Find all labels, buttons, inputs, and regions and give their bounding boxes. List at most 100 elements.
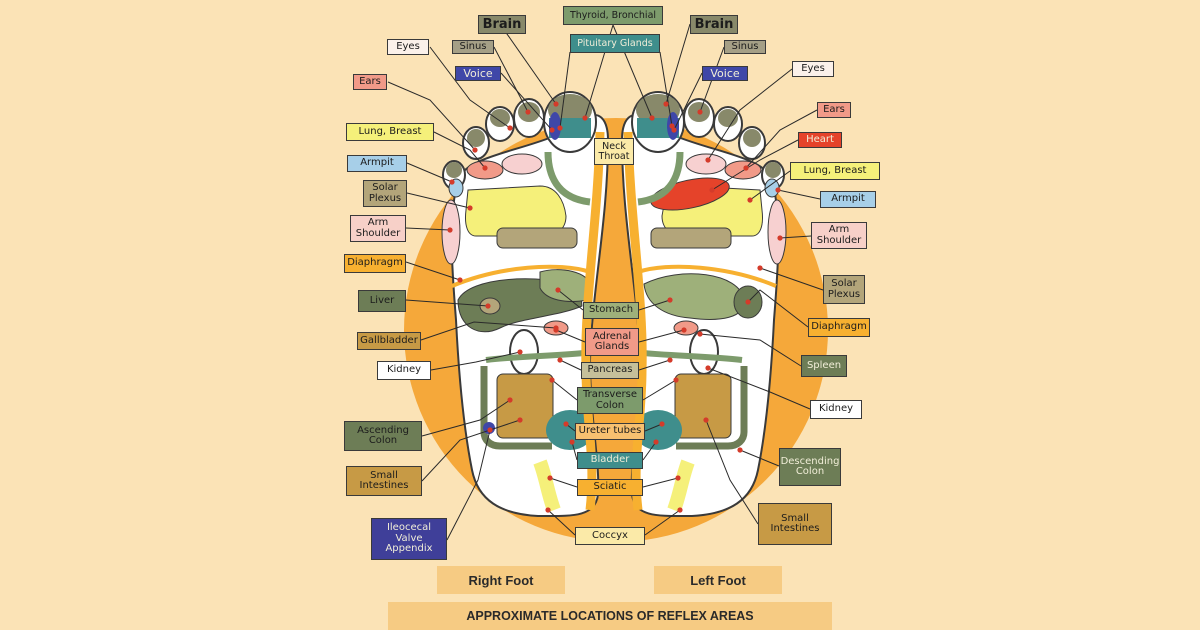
leader-line — [644, 423, 663, 432]
right-eyes-zone — [501, 153, 543, 175]
leader-line — [739, 449, 780, 467]
leader-line — [430, 351, 521, 371]
leader-line — [779, 235, 812, 239]
left-foot — [620, 91, 787, 518]
right-sciatic-band — [533, 459, 561, 513]
marker-dot — [545, 507, 551, 513]
label-kidney-left: Kidney — [810, 400, 862, 419]
label-arm-right: Arm Shoulder — [350, 215, 406, 242]
label-neck-throat: Neck Throat — [594, 138, 634, 165]
marker-dot — [671, 127, 677, 133]
label-lung-left: Lung, Breast — [790, 162, 880, 180]
leader-line — [559, 359, 582, 371]
label-armpit-left: Armpit — [820, 191, 876, 208]
marker-dots — [447, 101, 783, 513]
left-stomach-zone — [643, 273, 745, 320]
leader-line — [638, 299, 671, 311]
label-ears-left: Ears — [817, 102, 851, 118]
left-eyes-zone — [685, 153, 727, 175]
left-ears-zone — [724, 160, 762, 180]
marker-dot — [467, 205, 473, 211]
marker-dot — [675, 475, 681, 481]
marker-dot — [472, 147, 478, 153]
leader-line — [429, 46, 511, 129]
left-foot-title: Left Foot — [654, 566, 782, 594]
label-voice-right: Voice — [455, 66, 501, 81]
left-adrenal-zone — [673, 320, 699, 336]
leader-line — [711, 139, 799, 191]
label-eyes-right: Eyes — [387, 39, 429, 55]
marker-dot — [775, 187, 781, 193]
right-solar-zone — [496, 227, 578, 249]
label-diaphragm-left: Diaphragm — [808, 318, 870, 337]
marker-dot — [653, 439, 659, 445]
marker-dot — [485, 303, 491, 309]
leader-line — [745, 109, 818, 169]
marker-dot — [547, 475, 553, 481]
leader-line — [759, 267, 824, 291]
leader-line — [747, 289, 809, 328]
marker-dot — [553, 101, 559, 107]
right-thyroid-band — [544, 151, 591, 206]
marker-dot — [777, 235, 783, 241]
leader-line — [421, 399, 511, 437]
marker-dot — [517, 349, 523, 355]
label-brain-left: Brain — [690, 15, 738, 34]
marker-dot — [669, 123, 675, 129]
marker-dot — [649, 115, 655, 121]
leader-line — [420, 321, 557, 341]
leader-line — [446, 429, 491, 541]
leader-line — [642, 379, 677, 401]
label-gallbladder: Gallbladder — [357, 332, 421, 350]
left-sinus-zone-2 — [718, 109, 738, 127]
label-ureter: Ureter tubes — [575, 423, 645, 440]
leader-line — [705, 419, 759, 525]
leader-line — [749, 170, 791, 201]
leader-line — [707, 68, 793, 161]
right-voice-zone — [549, 112, 561, 140]
left-diaphragm-line — [637, 264, 777, 288]
marker-dot — [705, 365, 711, 371]
label-solar-left: Solar Plexus — [823, 275, 865, 304]
label-bladder: Bladder — [577, 452, 643, 469]
leader-line — [406, 162, 453, 183]
leader-line — [642, 441, 657, 461]
right-small-intestine-zone — [496, 373, 554, 439]
marker-dot — [737, 447, 743, 453]
label-pituitary: Pituitary Glands — [570, 34, 660, 53]
label-liver: Liver — [358, 290, 406, 312]
right-bladder-zone — [546, 410, 594, 450]
caption: APPROXIMATE LOCATIONS OF REFLEX AREAS — [388, 602, 832, 630]
leader-line — [555, 329, 586, 343]
leader-line — [659, 51, 673, 127]
marker-dot — [517, 417, 523, 423]
leader-line — [699, 333, 802, 367]
left-bladder-zone — [634, 410, 682, 450]
right-diaphragm-line — [451, 264, 591, 288]
label-sciatic: Sciatic — [577, 479, 643, 496]
leader-line — [405, 299, 489, 307]
leader-line — [499, 23, 557, 105]
marker-dot — [482, 165, 488, 171]
marker-dot — [677, 507, 683, 513]
label-armpit-right: Armpit — [347, 155, 407, 172]
leader-line — [707, 367, 811, 410]
leader-line — [406, 192, 471, 209]
marker-dot — [743, 165, 749, 171]
marker-dot — [553, 327, 559, 333]
marker-dot — [709, 187, 715, 193]
marker-dot — [569, 439, 575, 445]
left-thyroid-band — [637, 151, 684, 206]
left-sciatic-band — [667, 459, 695, 513]
leader-line — [547, 509, 576, 536]
right-sinus-zone-3 — [467, 129, 485, 147]
marker-dot — [663, 101, 669, 107]
marker-dot — [659, 421, 665, 427]
left-small-intestine-zone — [674, 373, 732, 439]
marker-dot — [447, 227, 453, 233]
leader-line — [493, 46, 529, 113]
left-kidney-zone — [689, 329, 719, 375]
left-sinus-zone-4 — [765, 162, 781, 178]
marker-dot — [563, 421, 569, 427]
